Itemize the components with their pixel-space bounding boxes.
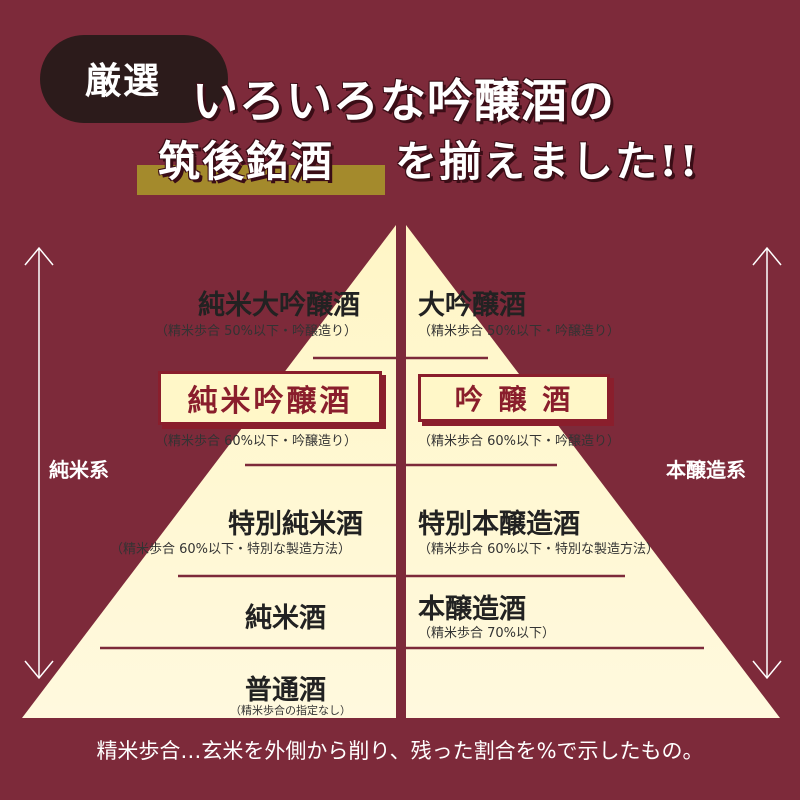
vertical-arrows: [24, 246, 782, 680]
tier-honjozo: 本醸造酒: [418, 594, 526, 625]
note-futsu: （精米歩合の指定なし）: [230, 704, 351, 717]
note-tokubetsu-junmai: （精米歩合 60%以下・特別な製造方法）: [110, 542, 352, 557]
note-junmai-daiginjo: （精米歩合 50%以下・吟醸造り）: [155, 324, 358, 339]
note-ginjo: （精米歩合 60%以下・吟醸造り）: [418, 434, 621, 449]
headline-line1: いろいろな吟醸酒の: [192, 74, 615, 128]
badge-pill: [40, 35, 228, 123]
tier-tokubetsu-junmai: 特別純米酒: [228, 509, 363, 540]
note-tokubetsu-honjozo: （精米歩合 60%以下・特別な製造方法）: [418, 542, 660, 557]
tier-junmai-daiginjo: 純米大吟醸酒: [198, 290, 360, 321]
badge-text: 厳選: [85, 60, 162, 102]
headline-highlight: 筑後銘酒: [158, 137, 335, 186]
headline-highlight-bar: [137, 165, 385, 195]
footer-note: 精米歩合…玄米を外側から削り、残った割合を%で示したもの。: [96, 739, 704, 763]
tier-tokubetsu-honjozo: 特別本醸造酒: [418, 509, 580, 540]
note-daiginjo: （精米歩合 50%以下・吟醸造り）: [418, 324, 621, 339]
note-honjozo: （精米歩合 70%以下）: [418, 626, 556, 641]
note-junmai-ginjo: （精米歩合 60%以下・吟醸造り）: [155, 434, 358, 449]
label-junmai-series: 純米系: [47, 450, 111, 487]
pyramid-left-half: [22, 225, 396, 718]
label-honjozo-series: 本醸造系: [664, 450, 748, 487]
tier-junmai-ginjo: 純米吟醸酒: [158, 371, 382, 425]
tier-futsu: 普通酒: [245, 675, 326, 706]
tier-dividers: [100, 356, 704, 650]
headline-line2: を揃えました!!: [395, 137, 700, 186]
tier-junmai: 純米酒: [245, 603, 326, 634]
tier-daiginjo: 大吟醸酒: [418, 290, 526, 321]
pyramid-right-half: [406, 225, 780, 718]
tier-ginjo: 吟 醸 酒: [418, 374, 610, 422]
